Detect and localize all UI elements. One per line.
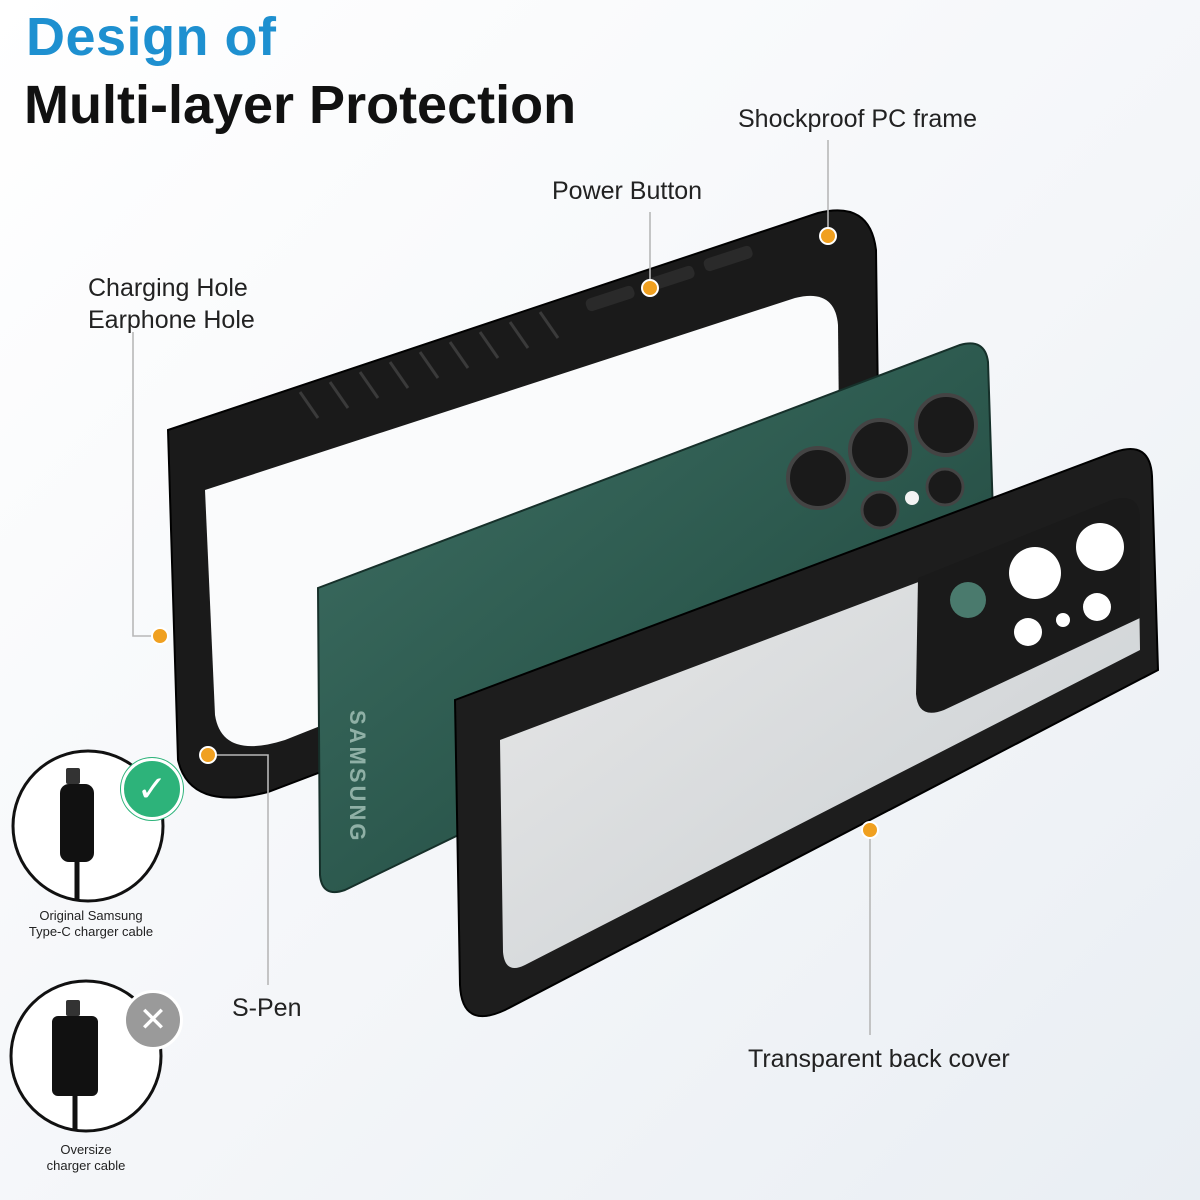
transparent-back-cover xyxy=(453,448,1160,1018)
heading-line2: Multi-layer Protection xyxy=(24,75,577,135)
caption-original-line2: Type-C charger cable xyxy=(28,924,154,939)
caption-original-cable: Original Samsung Type-C charger cable xyxy=(11,908,171,940)
caption-oversize-cable: Oversize charger cable xyxy=(6,1142,166,1174)
label-power-button: Power Button xyxy=(552,177,703,205)
callout-dots xyxy=(151,227,879,839)
label-shockproof-frame: Shockproof PC frame xyxy=(738,105,977,133)
caption-oversize-line1: Oversize xyxy=(60,1142,112,1157)
label-charging-hole: Charging Hole xyxy=(88,274,248,302)
cross-icon: ✕ xyxy=(123,990,183,1050)
caption-oversize-line2: charger cable xyxy=(46,1158,126,1173)
label-back-cover: Transparent back cover xyxy=(748,1045,1010,1073)
check-icon: ✓ xyxy=(121,758,183,820)
label-s-pen: S-Pen xyxy=(232,994,302,1022)
phone-brand-text: SAMSUNG xyxy=(345,710,370,844)
caption-original-line1: Original Samsung xyxy=(39,908,143,923)
label-earphone-hole: Earphone Hole xyxy=(88,306,255,334)
heading-line1: Design of xyxy=(26,7,277,67)
